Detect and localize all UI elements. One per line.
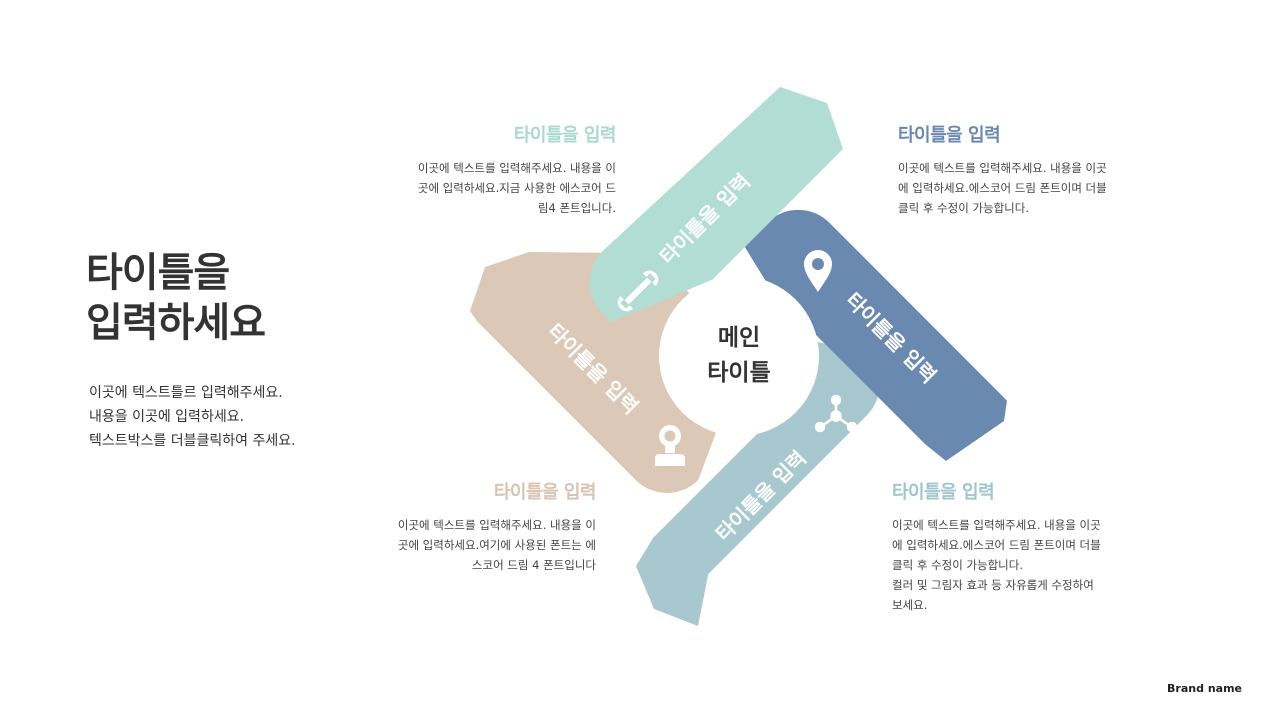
block-desc-line: 이곳에 텍스트를 입력해주세요. 내용을 이곳 <box>892 518 1101 532</box>
block-desc-line: 컬러 및 그림자 효과 등 자유롭게 수정하여 <box>892 578 1094 592</box>
network-nodes-icon <box>814 394 858 433</box>
block-desc-line: 클릭 후 수정이 가능합니다. <box>898 201 1030 215</box>
center-title-line-2: 타이틀 <box>707 360 770 386</box>
main-desc-line-1: 이곳에 텍스트틀르 입력해주세요. <box>89 385 283 401</box>
main-title: 타이틀을 입력하세요 <box>86 248 266 348</box>
block-desc-line: 곳에 입력하세요.지금 사용한 에스코어 드 <box>417 181 616 195</box>
main-desc-line-2: 내용을 이곳에 입력하세요. <box>89 409 245 425</box>
block-desc-line: 에 입력하세요.에스코어 드림 폰트이며 더블 <box>898 181 1107 195</box>
block-title: 타이틀을 입력 <box>493 482 597 503</box>
block-desc-line: 클릭 후 수정이 가능합니다. <box>892 558 1024 572</box>
lightbulb-icon <box>655 425 685 466</box>
block-desc-line: 보세요. <box>892 598 928 612</box>
wrench-icon <box>617 270 659 312</box>
block-description: 이곳에 텍스트를 입력해주세요. 내용을 이곳 에 입력하세요.에스코어 드림 … <box>898 158 1148 218</box>
text-block-bottom-left: 타이틀을 입력 이곳에 텍스트를 입력해주세요. 내용을 이 곳에 입력하세요.… <box>356 481 597 575</box>
block-title: 타이틀을 입력 <box>892 482 995 503</box>
text-block-bottom-right: 타이틀을 입력 이곳에 텍스트를 입력해주세요. 내용을 이곳 에 입력하세요.… <box>892 481 1142 615</box>
text-block-top-right: 타이틀을 입력 이곳에 텍스트를 입력해주세요. 내용을 이곳 에 입력하세요.… <box>898 124 1148 218</box>
block-desc-line: 림4 폰트입니다. <box>537 201 616 215</box>
main-title-line-2: 입력하세요 <box>86 300 266 346</box>
center-circle: 메인 타이틀 <box>659 276 819 436</box>
text-block-top-left: 타이틀을 입력 이곳에 텍스트를 입력해주세요. 내용을 이 곳에 입력하세요.… <box>376 124 617 218</box>
center-title-line-1: 메인 <box>718 325 760 351</box>
block-desc-line: 에 입력하세요.에스코어 드림 폰트이며 더블 <box>892 538 1101 552</box>
block-description: 이곳에 텍스트를 입력해주세요. 내용을 이 곳에 입력하세요.지금 사용한 에… <box>376 158 616 218</box>
block-title: 타이틀을 입력 <box>513 125 617 146</box>
block-desc-line: 스코어 드림 4 폰트입니다 <box>471 558 596 572</box>
brand-name: Brand name <box>1167 682 1242 695</box>
block-description: 이곳에 텍스트를 입력해주세요. 내용을 이곳 에 입력하세요.에스코어 드림 … <box>892 515 1142 615</box>
block-desc-line: 이곳에 텍스트를 입력해주세요. 내용을 이곳 <box>898 161 1107 175</box>
block-title: 타이틀을 입력 <box>898 125 1001 146</box>
block-desc-line: 이곳에 텍스트를 입력해주세요. 내용을 이 <box>397 518 596 532</box>
location-pin-icon <box>804 250 832 292</box>
block-description: 이곳에 텍스트를 입력해주세요. 내용을 이 곳에 입력하세요.여기에 사용된 … <box>356 515 596 575</box>
main-title-line-1: 타이틀을 <box>86 250 230 296</box>
main-desc-line-3: 텍스트박스를 더블클릭하여 주세요. <box>89 433 296 449</box>
block-desc-line: 이곳에 텍스트를 입력해주세요. 내용을 이 <box>417 161 616 175</box>
main-description: 이곳에 텍스트틀르 입력해주세요. 내용을 이곳에 입력하세요. 텍스트박스를 … <box>89 381 296 453</box>
block-desc-line: 곳에 입력하세요.여기에 사용된 폰트는 에 <box>397 538 596 552</box>
